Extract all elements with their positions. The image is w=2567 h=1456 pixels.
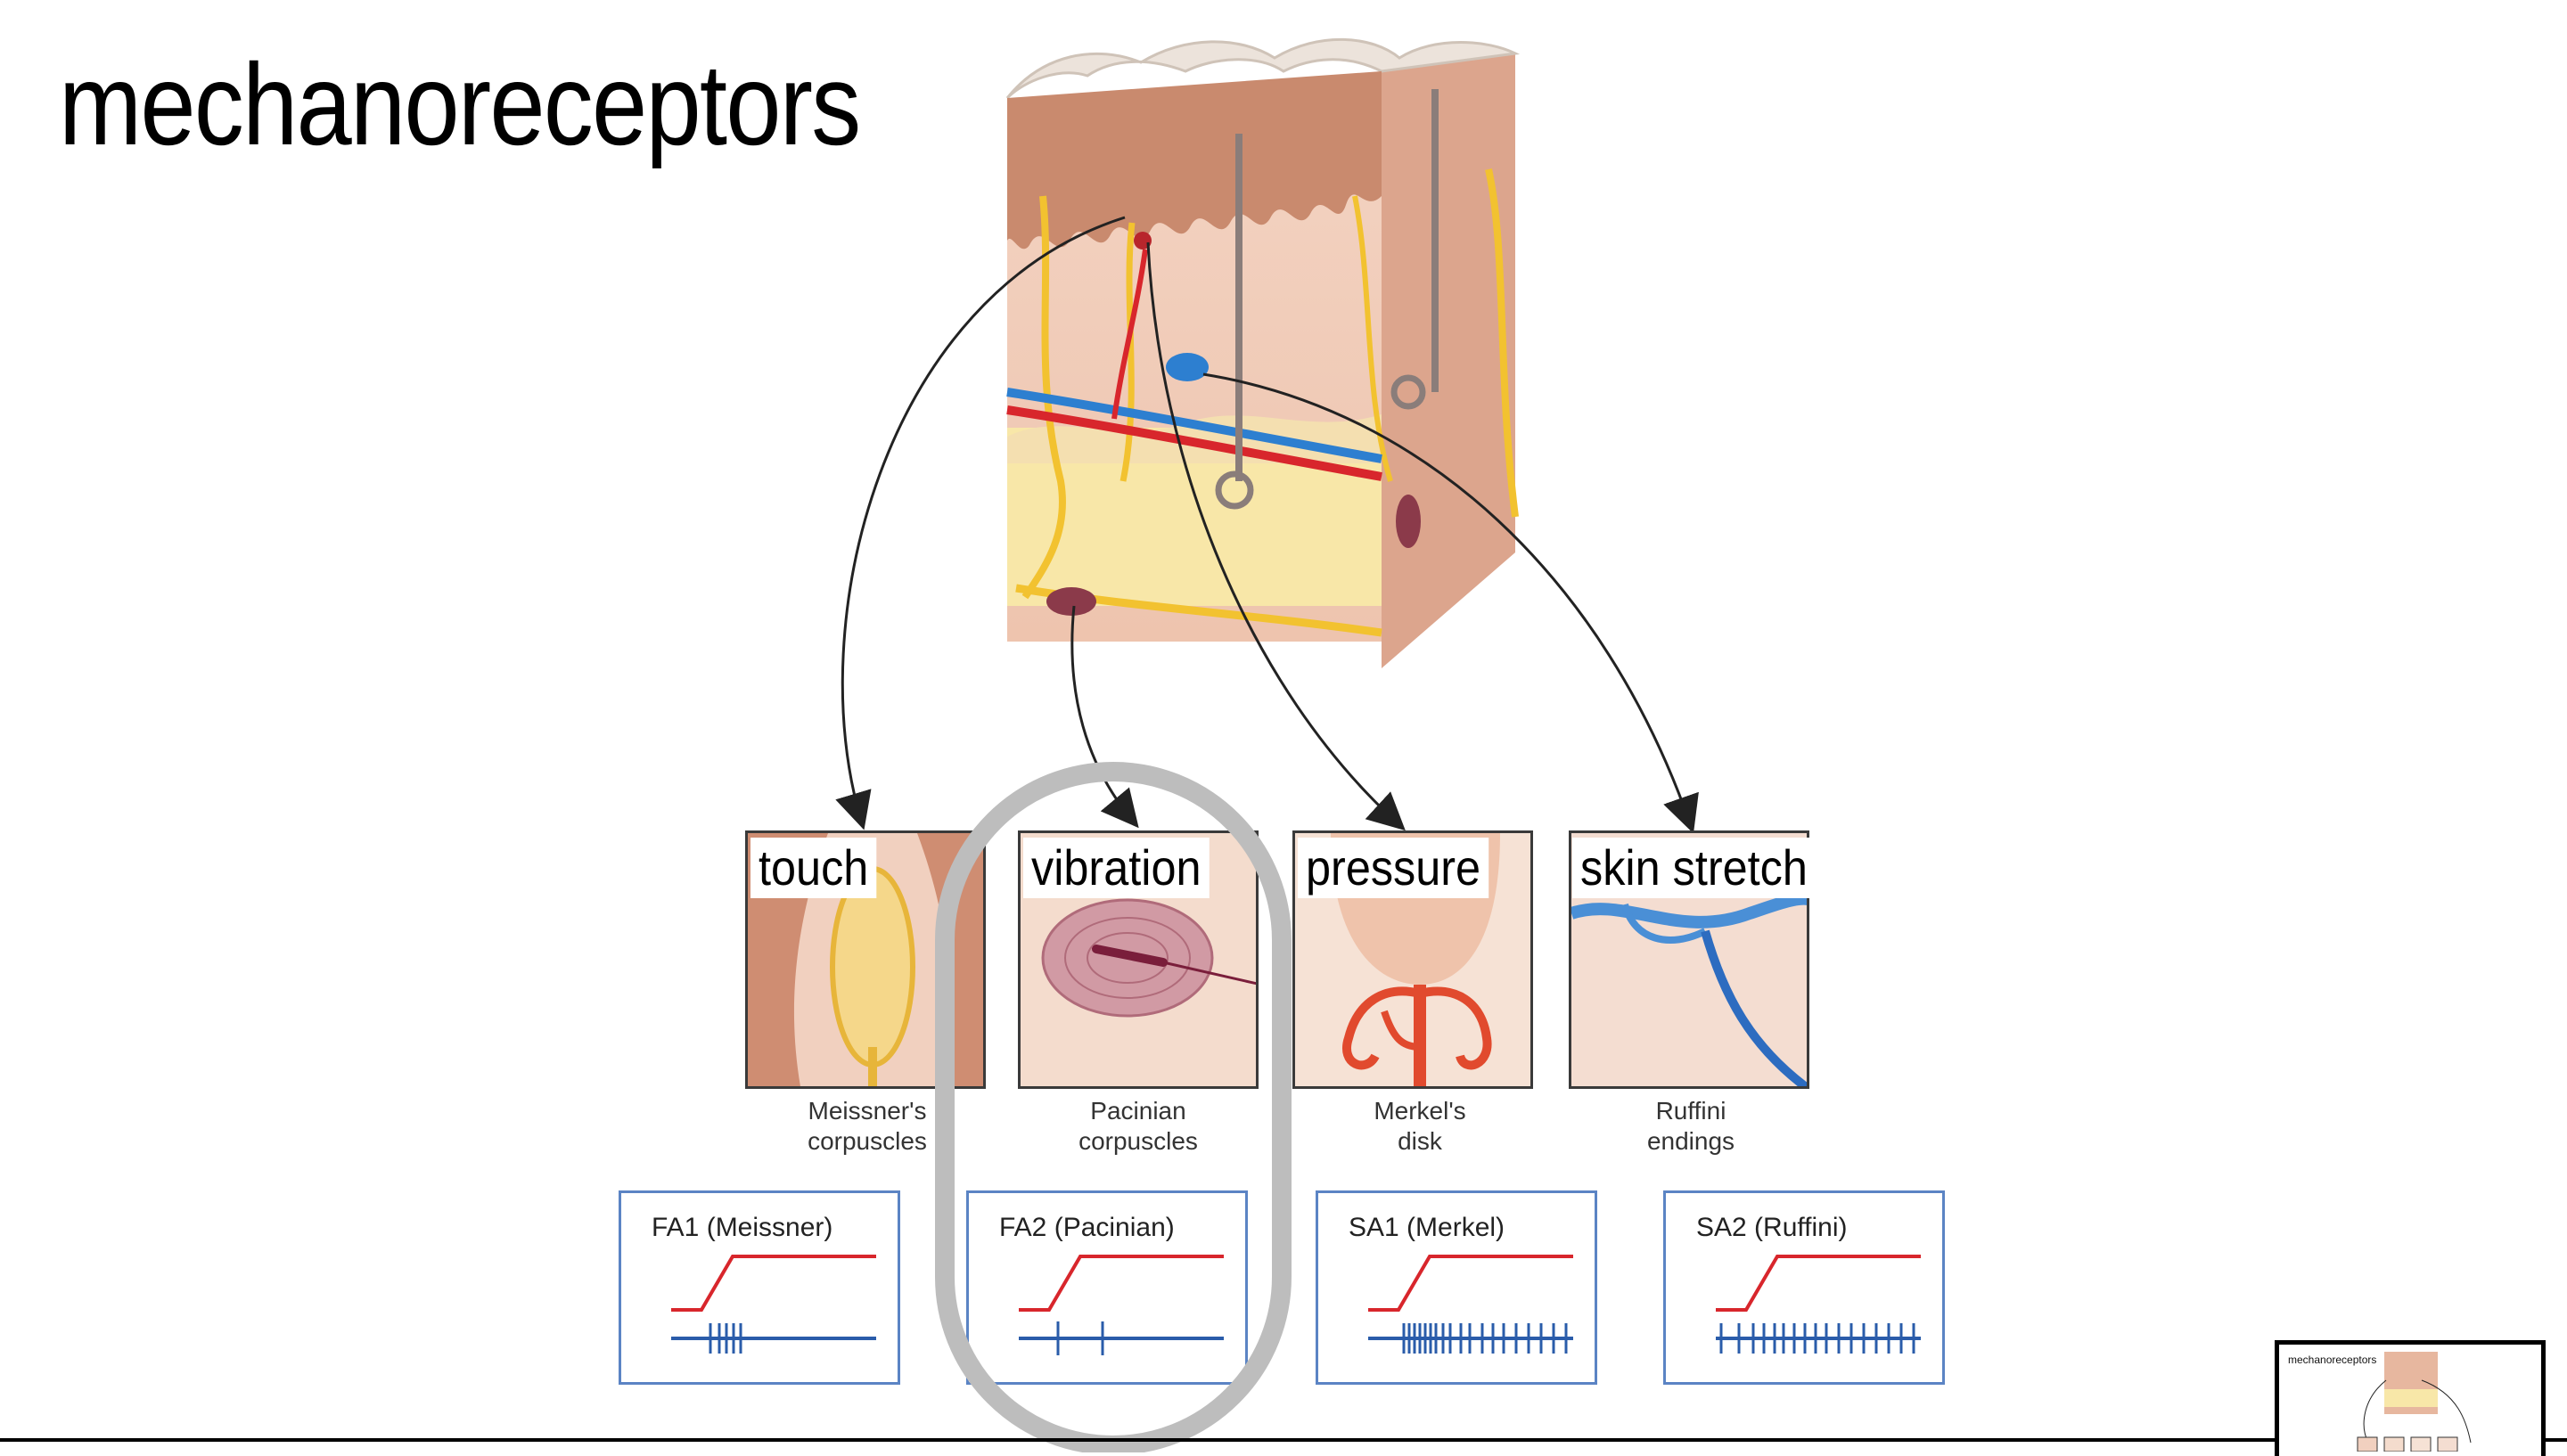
meissner-caption: Meissner's corpuscles	[747, 1096, 988, 1157]
fa1-response-plot	[671, 1255, 876, 1354]
slide-thumbnail[interactable]: mechanoreceptors	[2275, 1340, 2546, 1456]
pacinian-corpuscle-illustration	[1041, 898, 1256, 1018]
ruffini-ending-illustration	[1571, 892, 1807, 1086]
caption-line: Meissner's	[808, 1097, 927, 1125]
pressure-label: pressure	[1298, 838, 1489, 898]
arrow-to-pressure	[1146, 241, 1406, 831]
response-title: FA2 (Pacinian)	[999, 1213, 1175, 1242]
response-title: SA1 (Merkel)	[1349, 1213, 1505, 1242]
skin-cross-section-illustration	[1005, 37, 1521, 668]
merkel-caption: Merkel's disk	[1300, 1096, 1540, 1157]
sa1-response-plot	[1368, 1255, 1573, 1354]
caption-line: corpuscles	[808, 1127, 927, 1155]
skin-stretch-label: skin stretch	[1572, 838, 1816, 898]
slide-title: mechanoreceptors	[59, 39, 861, 169]
thumbnail-title: mechanoreceptors	[2288, 1354, 2377, 1366]
caption-line: Ruffini	[1655, 1097, 1726, 1125]
caption-line: Pacinian	[1090, 1097, 1186, 1125]
thumbnail-miniature	[2357, 1352, 2472, 1452]
fa2-response-box: FA2 (Pacinian)	[966, 1190, 1248, 1385]
caption-line: endings	[1646, 1127, 1735, 1155]
fa2-response-plot	[1019, 1255, 1224, 1355]
sa2-response-plot	[1716, 1255, 1921, 1354]
fa1-response-box: FA1 (Meissner)	[619, 1190, 900, 1385]
caption-line: disk	[1398, 1127, 1442, 1155]
response-title: SA2 (Ruffini)	[1696, 1213, 1848, 1242]
sa2-response-box: SA2 (Ruffini)	[1663, 1190, 1945, 1385]
sa1-response-box: SA1 (Merkel)	[1316, 1190, 1597, 1385]
arrow-to-touch	[835, 216, 1126, 830]
bottom-divider	[0, 1438, 2567, 1442]
response-title: FA1 (Meissner)	[652, 1213, 833, 1242]
caption-line: corpuscles	[1078, 1127, 1198, 1155]
vibration-label: vibration	[1023, 838, 1210, 898]
ruffini-caption: Ruffini endings	[1571, 1096, 1811, 1157]
arrow-to-vibration	[1070, 605, 1139, 829]
arrow-to-skin-stretch	[1202, 372, 1699, 834]
vibration-highlight-outline	[935, 762, 1292, 1452]
touch-label: touch	[750, 838, 877, 898]
caption-line: Merkel's	[1374, 1097, 1466, 1125]
pacinian-caption: Pacinian corpuscles	[1018, 1096, 1259, 1157]
